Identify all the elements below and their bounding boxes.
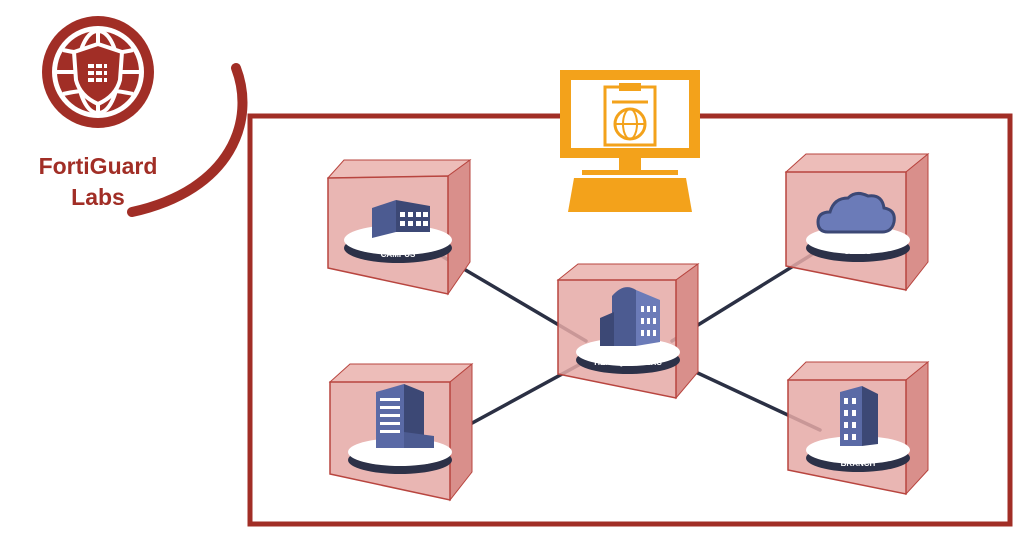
network-boundary — [247, 113, 1013, 527]
node-data-center[interactable]: DATA CENTER — [328, 362, 474, 502]
node-campus[interactable]: CAMPUS — [326, 159, 472, 296]
node-cloud[interactable]: CLOUD — [784, 152, 930, 292]
cloud-icon — [806, 191, 910, 262]
fortiguard-logo: FortiGuard Labs — [39, 16, 248, 217]
node-headquarters[interactable]: HEADQUARTERS — [556, 263, 700, 400]
node-label-headquarters: HEADQUARTERS — [594, 358, 662, 367]
headquarters-building-icon — [576, 287, 680, 374]
branch-building-icon — [806, 386, 910, 472]
node-label-branch: BRANCH — [841, 459, 876, 468]
data-center-building-icon — [348, 384, 452, 474]
node-label-campus: CAMPUS — [381, 250, 416, 259]
logo-text-fortiguard: FortiGuard — [39, 153, 158, 179]
logo-text-labs: Labs — [71, 184, 125, 210]
node-label-cloud: CLOUD — [844, 247, 873, 256]
logo-swoosh — [127, 63, 248, 217]
globe-shield-icon — [42, 16, 154, 128]
campus-building-icon — [344, 200, 452, 263]
node-branch[interactable]: BRANCH — [786, 360, 930, 496]
node-label-data-center: DATA CENTER — [372, 457, 428, 466]
monitor-clipboard-globe-icon — [560, 70, 700, 212]
management-console[interactable] — [560, 70, 700, 212]
